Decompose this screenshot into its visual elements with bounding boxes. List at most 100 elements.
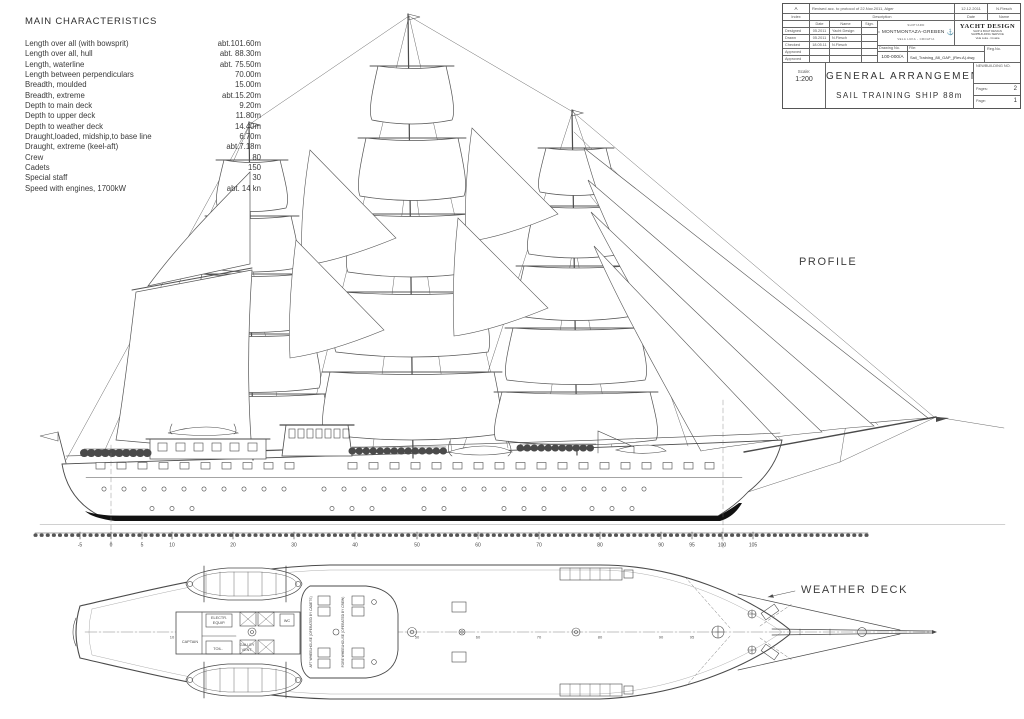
characteristic-label: Length between perpendiculars xyxy=(25,70,134,80)
deck-bowsprit xyxy=(737,593,937,671)
wheelhouse-label-fore: FORE WHEELHOUSE (OPERATED BY CREW) xyxy=(341,597,345,668)
role-cell xyxy=(862,28,878,35)
staysails xyxy=(289,127,559,359)
deck-frame-label: 95 xyxy=(690,635,695,640)
characteristic-value: 9.20m xyxy=(239,101,261,111)
characteristic-label: Depth to upper deck xyxy=(25,111,96,121)
wheelhouse-label-aft: AFT WHEELHOUSE (OPERATED BY CADETS) xyxy=(309,596,313,667)
jib-sails xyxy=(583,147,929,452)
characteristic-row: Length over all (with bowsprit) abt.101.6… xyxy=(25,39,261,49)
greben-anchor-icon: ⚓ xyxy=(946,29,954,36)
frame-ruler-label: 0 xyxy=(110,543,113,549)
shipyard-bottom-label: VELA LUKA - CROATIA xyxy=(897,37,935,41)
frame-ruler-label: 10 xyxy=(169,543,175,549)
role-cell xyxy=(862,42,878,49)
wheelhouse xyxy=(300,585,399,679)
deck-frame-label: 60 xyxy=(476,635,481,640)
designer-line2: SHIPBUILDING SERVICE xyxy=(971,32,1004,37)
frame-ruler-label: 30 xyxy=(291,543,297,549)
header-date: Date xyxy=(955,14,988,21)
frame-ruler-label: 90 xyxy=(658,543,664,549)
designer-box: YACHT DESIGN SHIP & BOAT DESIGN SHIPBUIL… xyxy=(955,21,1020,46)
frame-ruler-label: 100 xyxy=(718,543,727,549)
revision-date: 12.12.2011 xyxy=(955,4,988,14)
frame-ruler-label: 20 xyxy=(230,543,236,549)
profile-deck-structures xyxy=(80,423,715,511)
characteristic-label: Draught,loaded, midship,to base line xyxy=(25,132,152,142)
spanker-sail xyxy=(99,171,253,457)
bowsprit xyxy=(743,416,949,453)
room-label-toil: TOIL. xyxy=(213,647,222,651)
characteristic-label: Cadets xyxy=(25,163,50,173)
characteristic-row: Draught, extreme (keel-aft)abt.7.18m xyxy=(25,142,261,152)
main-characteristics-title: MAIN CHARACTERISTICS xyxy=(25,16,158,27)
designer-line3: Vela Luka - Croatia xyxy=(975,35,1000,40)
characteristic-row: Length between perpendiculars 70.00m xyxy=(25,70,261,80)
role-cell: 05.2011 xyxy=(810,28,830,35)
page-value: 1 xyxy=(1013,98,1017,104)
deck-fittings xyxy=(247,567,796,697)
characteristic-label: Breadth, moulded xyxy=(25,80,87,90)
shipyard-name: MONTMONTAZA-GREBEN xyxy=(881,29,945,35)
role-cell: N.Flesch xyxy=(830,42,862,49)
room-label-wc: WC xyxy=(284,619,291,623)
drawing-no-label: Drawing No. xyxy=(878,46,908,52)
characteristic-value: abt.15.20m xyxy=(221,90,261,100)
main-sails xyxy=(321,65,503,441)
characteristic-value: 150 xyxy=(247,163,261,173)
file-value: Sail_Training_88_GAP_(Rev.A).dwg xyxy=(908,52,985,63)
lifeboat-port xyxy=(185,661,303,699)
characteristic-label: Length, waterline xyxy=(25,59,85,69)
role-cell: Designed xyxy=(783,28,810,35)
roles-name-header: Name xyxy=(830,21,862,28)
roles-sign-header: Sign. xyxy=(862,21,878,28)
characteristic-value: abt. 88.30m xyxy=(219,49,261,59)
deck-frame-label: 90 xyxy=(659,635,664,640)
characteristic-value: 70.00m xyxy=(234,70,261,80)
deck-frame-label: 70 xyxy=(537,635,542,640)
role-cell xyxy=(862,56,878,63)
characteristic-value: abt.101.60m xyxy=(217,39,261,48)
characteristic-value: 11.80m xyxy=(235,111,261,121)
frame-ruler-label: 80 xyxy=(597,543,603,549)
role-cell: Yacht Design xyxy=(830,28,862,35)
deck-frame-label: 50 xyxy=(415,635,420,640)
weather-deck-view-label: WEATHER DECK xyxy=(801,584,909,596)
role-cell xyxy=(862,35,878,42)
characteristic-label: Depth to weather deck xyxy=(25,121,104,131)
frame-ruler-label: 50 xyxy=(414,543,420,549)
role-cell: Drawn xyxy=(783,35,810,42)
frame-ruler-label: 105 xyxy=(749,543,758,549)
pages-value: 2 xyxy=(1013,86,1017,92)
title-block: A Revised acc. to protocol of 22.Nov.201… xyxy=(782,3,1021,109)
characteristic-value: abt.7.18m xyxy=(226,142,261,152)
characteristic-label: Length over all (with bowsprit) xyxy=(25,39,129,48)
role-cell: 05.2011 xyxy=(810,35,830,42)
role-cell: Approved xyxy=(783,49,810,56)
frame-ruler-label: -5 xyxy=(78,543,83,549)
fore-sails xyxy=(493,147,659,446)
designer-name: YACHT DESIGN xyxy=(959,23,1016,30)
characteristic-row: Breadth, moulded 15.00m xyxy=(25,80,261,90)
roles-date-header: Date xyxy=(810,21,830,28)
role-cell: N.Flesch xyxy=(830,35,862,42)
characteristic-label: Breadth, extreme xyxy=(25,90,85,100)
characteristic-label: Crew xyxy=(25,152,44,162)
hull-profile xyxy=(39,431,1006,525)
role-cell xyxy=(830,49,862,56)
scale-label: Scale: xyxy=(797,69,811,74)
header-index: Index xyxy=(783,14,810,21)
frame-ruler-label: 95 xyxy=(689,543,695,549)
role-cell xyxy=(862,49,878,56)
characteristic-value: 15.00m xyxy=(234,80,261,90)
header-name: Name xyxy=(988,14,1020,21)
deck-frame-label: 10 xyxy=(170,635,175,640)
